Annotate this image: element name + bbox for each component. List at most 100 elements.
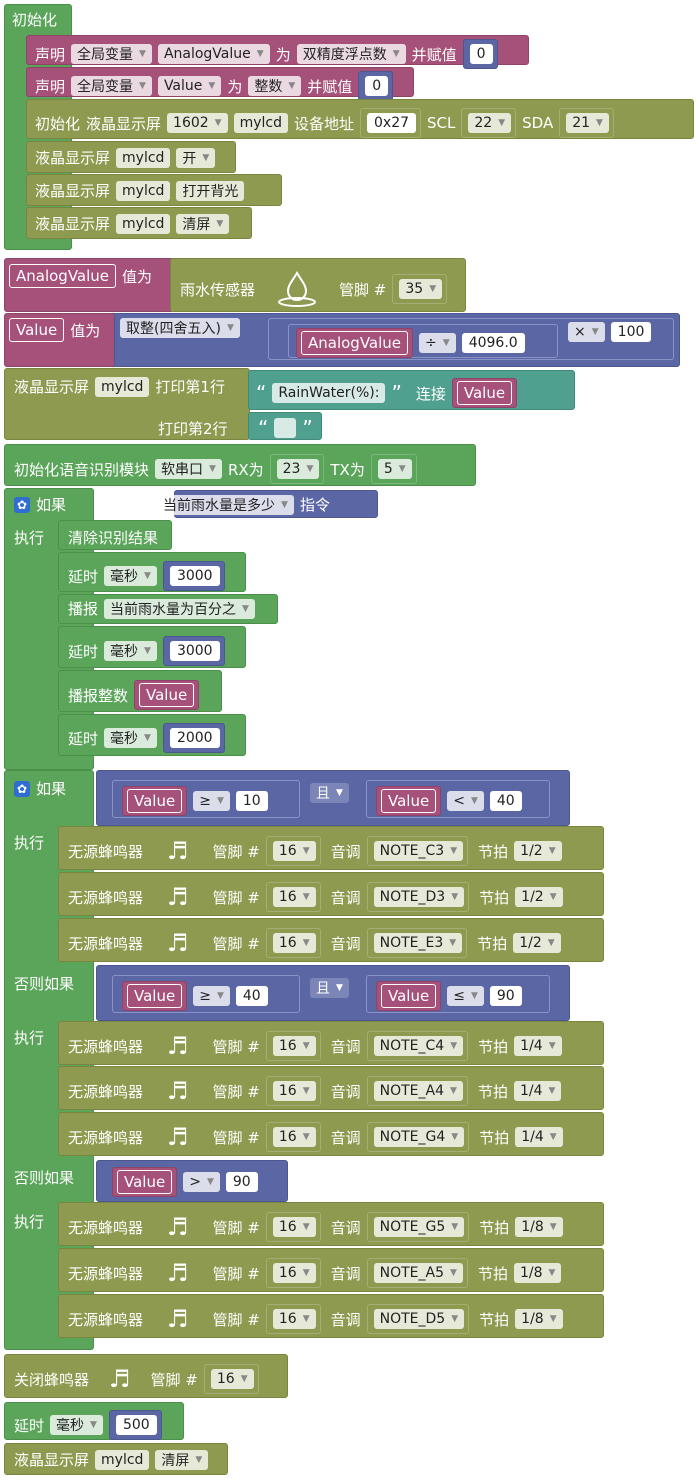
compare-value-input[interactable]: 40: [489, 791, 522, 811]
var-value[interactable]: Value: [117, 1170, 173, 1194]
phrase-dropdown[interactable]: 当前雨水量为百分之▼: [104, 598, 255, 619]
buzzer-block[interactable]: [58, 872, 604, 916]
type-dropdown[interactable]: 双精度浮点数▼: [296, 44, 406, 64]
var-name-dropdown[interactable]: AnalogValue▼: [157, 44, 270, 64]
type-dropdown[interactable]: 整数▼: [248, 76, 302, 96]
note-dropdown[interactable]: NOTE_A5▼: [373, 1263, 463, 1283]
command-dropdown[interactable]: 当前雨水量是多少▼: [157, 494, 294, 515]
var-value[interactable]: Value: [127, 984, 183, 1008]
lcd-action-dropdown[interactable]: 清屏▼: [176, 213, 230, 234]
pin-dropdown[interactable]: 16▼: [272, 933, 316, 953]
divisor-input[interactable]: 4096.0: [461, 333, 525, 353]
compare-value-input[interactable]: 90: [489, 986, 522, 1006]
lcd-addr-input[interactable]: 0x27: [367, 113, 417, 133]
scl-dropdown[interactable]: 22▼: [468, 113, 512, 133]
note-dropdown[interactable]: NOTE_D5▼: [373, 1309, 465, 1329]
multiplier-input[interactable]: 100: [610, 322, 652, 342]
gear-icon[interactable]: ✿: [14, 780, 30, 797]
var-value[interactable]: Value: [381, 789, 437, 813]
compare-value-input[interactable]: 90: [225, 1172, 258, 1192]
note-dropdown[interactable]: NOTE_D3▼: [373, 887, 465, 907]
logic-op-dropdown[interactable]: 且▼: [310, 978, 349, 998]
delay-input[interactable]: 3000: [169, 566, 220, 586]
delay-unit-dropdown[interactable]: 毫秒▼: [50, 1415, 103, 1435]
beat-dropdown[interactable]: 1/4▼: [515, 1127, 563, 1147]
compare-op-dropdown[interactable]: <▼: [447, 791, 484, 811]
delay-input[interactable]: 500: [115, 1415, 157, 1435]
beat-dropdown[interactable]: 1/4▼: [514, 1036, 562, 1056]
buzzer-block[interactable]: [58, 826, 604, 870]
var-analogvalue[interactable]: AnalogValue: [301, 331, 409, 355]
beat-dropdown[interactable]: 1/4▼: [513, 1081, 562, 1101]
pin-dropdown[interactable]: 35▼: [399, 279, 443, 299]
init-value-input[interactable]: 0: [469, 44, 493, 64]
var-name-dropdown[interactable]: Value▼: [157, 76, 222, 96]
pin-dropdown[interactable]: 16▼: [272, 1036, 316, 1056]
buzzer-block[interactable]: [58, 1021, 604, 1065]
delay-unit-dropdown[interactable]: 毫秒▼: [104, 641, 157, 661]
multiply-op-dropdown[interactable]: ×▼: [568, 322, 605, 342]
init-value-input[interactable]: 0: [365, 76, 389, 96]
lcd-name-field[interactable]: mylcd: [116, 180, 171, 201]
note-dropdown[interactable]: NOTE_G4▼: [373, 1127, 465, 1147]
beat-dropdown[interactable]: 1/2▼: [514, 841, 562, 861]
var-value[interactable]: Value: [139, 683, 195, 707]
buzzer-block[interactable]: [58, 1112, 604, 1156]
scope-dropdown[interactable]: 全局变量▼: [71, 76, 152, 96]
compare-value-input[interactable]: 10: [235, 791, 268, 811]
lcd-name-field[interactable]: mylcd: [233, 113, 288, 133]
lcd-name-field[interactable]: mylcd: [95, 1449, 150, 1470]
lcd-action-dropdown[interactable]: 清屏▼: [155, 1449, 209, 1470]
lcd-name-field[interactable]: mylcd: [95, 376, 150, 397]
sda-dropdown[interactable]: 21▼: [566, 113, 609, 133]
beat-dropdown[interactable]: 1/2▼: [513, 933, 561, 953]
var-value[interactable]: Value: [381, 984, 437, 1008]
clear-recognition-block[interactable]: [58, 520, 172, 550]
compare-value-input[interactable]: 40: [235, 986, 268, 1006]
buzzer-block[interactable]: [58, 918, 604, 962]
gear-icon[interactable]: ✿: [14, 496, 30, 513]
buzzer-block[interactable]: [58, 1294, 604, 1338]
beat-dropdown[interactable]: 1/2▼: [515, 887, 563, 907]
note-dropdown[interactable]: NOTE_E3▼: [373, 933, 463, 953]
var-value[interactable]: Value: [127, 789, 183, 813]
pin-dropdown[interactable]: 16▼: [272, 1127, 316, 1147]
lcd-name-field[interactable]: mylcd: [116, 213, 171, 234]
pin-dropdown[interactable]: 16▼: [272, 1309, 316, 1329]
note-dropdown[interactable]: NOTE_C3▼: [373, 841, 464, 861]
buzzer-block[interactable]: [58, 1202, 604, 1246]
empty-text-input[interactable]: [274, 418, 297, 438]
scope-dropdown[interactable]: 全局变量▼: [71, 44, 152, 64]
delay-unit-dropdown[interactable]: 毫秒▼: [104, 566, 157, 586]
lcd-name-field[interactable]: mylcd: [116, 147, 171, 168]
var-value[interactable]: Value: [456, 381, 513, 405]
rx-dropdown[interactable]: 23▼: [276, 459, 320, 479]
compare-op-dropdown[interactable]: >▼: [183, 1172, 220, 1192]
var-analogvalue[interactable]: AnalogValue: [9, 264, 117, 288]
buzzer-block[interactable]: [58, 1248, 604, 1292]
pin-dropdown[interactable]: 16▼: [210, 1369, 254, 1389]
divide-op-dropdown[interactable]: ÷▼: [419, 333, 456, 353]
pin-dropdown[interactable]: 16▼: [272, 1217, 316, 1237]
compare-op-dropdown[interactable]: ≥▼: [193, 986, 230, 1006]
note-dropdown[interactable]: NOTE_A4▼: [373, 1081, 463, 1101]
compare-op-dropdown[interactable]: ≥▼: [193, 791, 230, 811]
lcd-print-block[interactable]: [4, 368, 250, 440]
serial-port-dropdown[interactable]: 软串口▼: [155, 459, 222, 479]
lcd-action-dropdown[interactable]: 开▼: [176, 147, 216, 168]
pin-dropdown[interactable]: 16▼: [272, 887, 316, 907]
var-value[interactable]: Value: [9, 318, 65, 342]
lcd-action-field[interactable]: 打开背光: [176, 180, 245, 201]
logic-op-dropdown[interactable]: 且▼: [310, 783, 349, 803]
beat-dropdown[interactable]: 1/8▼: [515, 1309, 563, 1329]
text-input[interactable]: RainWater(%):: [272, 383, 386, 403]
compare-op-dropdown[interactable]: ≤▼: [447, 986, 484, 1006]
delay-unit-dropdown[interactable]: 毫秒▼: [104, 728, 157, 748]
tx-dropdown[interactable]: 5▼: [377, 459, 412, 479]
buzzer-block[interactable]: [58, 1066, 604, 1110]
delay-input[interactable]: 2000: [169, 728, 220, 748]
beat-dropdown[interactable]: 1/8▼: [515, 1217, 563, 1237]
note-dropdown[interactable]: NOTE_C4▼: [373, 1036, 464, 1056]
round-func-dropdown[interactable]: 取整(四舍五入)▼: [120, 318, 240, 338]
pin-dropdown[interactable]: 16▼: [272, 1263, 316, 1283]
